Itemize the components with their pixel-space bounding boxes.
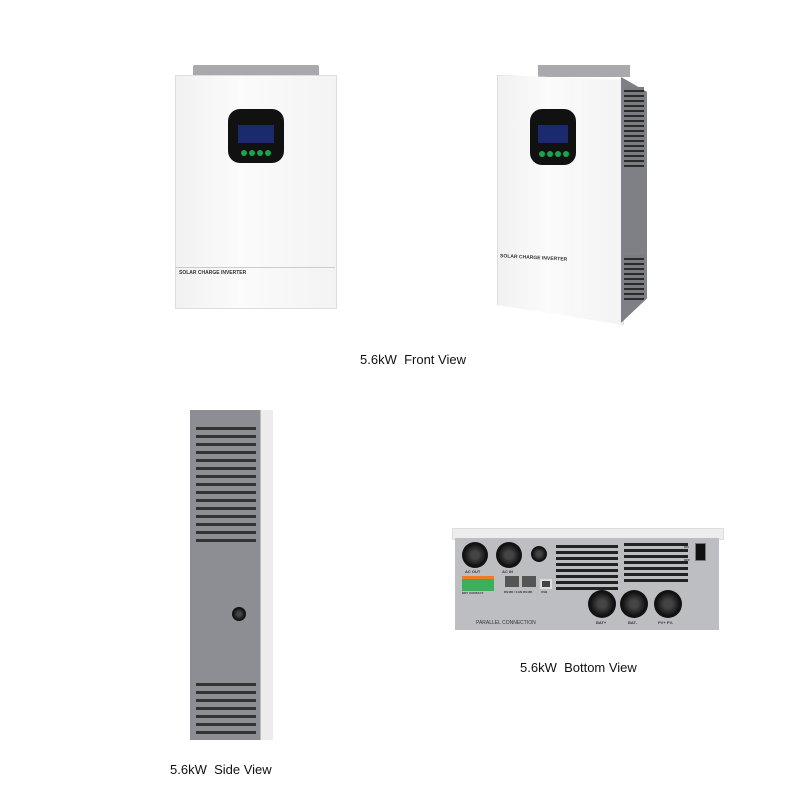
label-rs485: RS485 / CAN bbox=[504, 590, 523, 594]
dry-contact-terminal bbox=[462, 576, 494, 591]
ac-in-connector bbox=[496, 542, 522, 568]
caption-side-view: 5.6kW Side View bbox=[170, 762, 272, 777]
lcd-screen bbox=[238, 125, 274, 143]
label-dry-contact: DRY CONTACT bbox=[462, 591, 484, 595]
vent-grille bbox=[556, 542, 618, 590]
mounting-bracket bbox=[193, 65, 319, 77]
rs485-port-2[interactable] bbox=[522, 576, 536, 587]
breaker-icon bbox=[232, 607, 246, 621]
label-ac-out: AC OUT bbox=[465, 569, 481, 574]
button-icon[interactable] bbox=[265, 150, 271, 156]
inverter-side-view bbox=[190, 410, 273, 740]
label-parallel: PARALLEL CONNECTION bbox=[476, 620, 536, 626]
label-usb: USB bbox=[541, 590, 548, 594]
ac-out-connector bbox=[462, 542, 488, 568]
rs485-port[interactable] bbox=[505, 576, 519, 587]
label-pv: PV+ PV- bbox=[658, 620, 674, 625]
bat-neg-connector bbox=[620, 590, 648, 618]
caption-front-view: 5.6kW Front View bbox=[360, 352, 466, 367]
product-label: SOLAR CHARGE INVERTER bbox=[179, 270, 247, 276]
button-icon[interactable] bbox=[257, 150, 263, 156]
vent-grille bbox=[196, 680, 256, 734]
button-icon[interactable] bbox=[241, 150, 247, 156]
inverter-angled-view: SOLAR CHARGE INVERTER bbox=[495, 65, 650, 325]
label-bat-neg: BAT- bbox=[628, 620, 638, 625]
label-on: ON bbox=[684, 545, 689, 549]
display-panel bbox=[228, 109, 284, 163]
lcd-screen bbox=[538, 125, 568, 143]
power-switch[interactable] bbox=[695, 543, 706, 561]
vent-grille bbox=[196, 422, 256, 542]
usb-port[interactable] bbox=[540, 579, 552, 589]
button-icon[interactable] bbox=[547, 151, 553, 157]
caption-bottom-view: 5.6kW Bottom View bbox=[520, 660, 637, 675]
label-rs485-2: RS485 bbox=[523, 590, 533, 594]
button-icon[interactable] bbox=[249, 150, 255, 156]
label-off: OFF bbox=[684, 558, 690, 562]
display-panel bbox=[530, 109, 576, 165]
mounting-bracket bbox=[538, 65, 630, 77]
button-icon[interactable] bbox=[555, 151, 561, 157]
inverter-bottom-view: AC OUT AC IN DRY CONTACT RS485 / CAN RS4… bbox=[452, 528, 724, 630]
pv-connector bbox=[654, 590, 682, 618]
label-ac-in: AC IN bbox=[502, 569, 513, 574]
vent-grille bbox=[624, 542, 688, 582]
inverter-front-view: SOLAR CHARGE INVERTER bbox=[175, 65, 337, 309]
label-bat-pos: BAT+ bbox=[596, 620, 607, 625]
button-icon[interactable] bbox=[563, 151, 569, 157]
bat-pos-connector bbox=[588, 590, 616, 618]
button-icon[interactable] bbox=[539, 151, 545, 157]
